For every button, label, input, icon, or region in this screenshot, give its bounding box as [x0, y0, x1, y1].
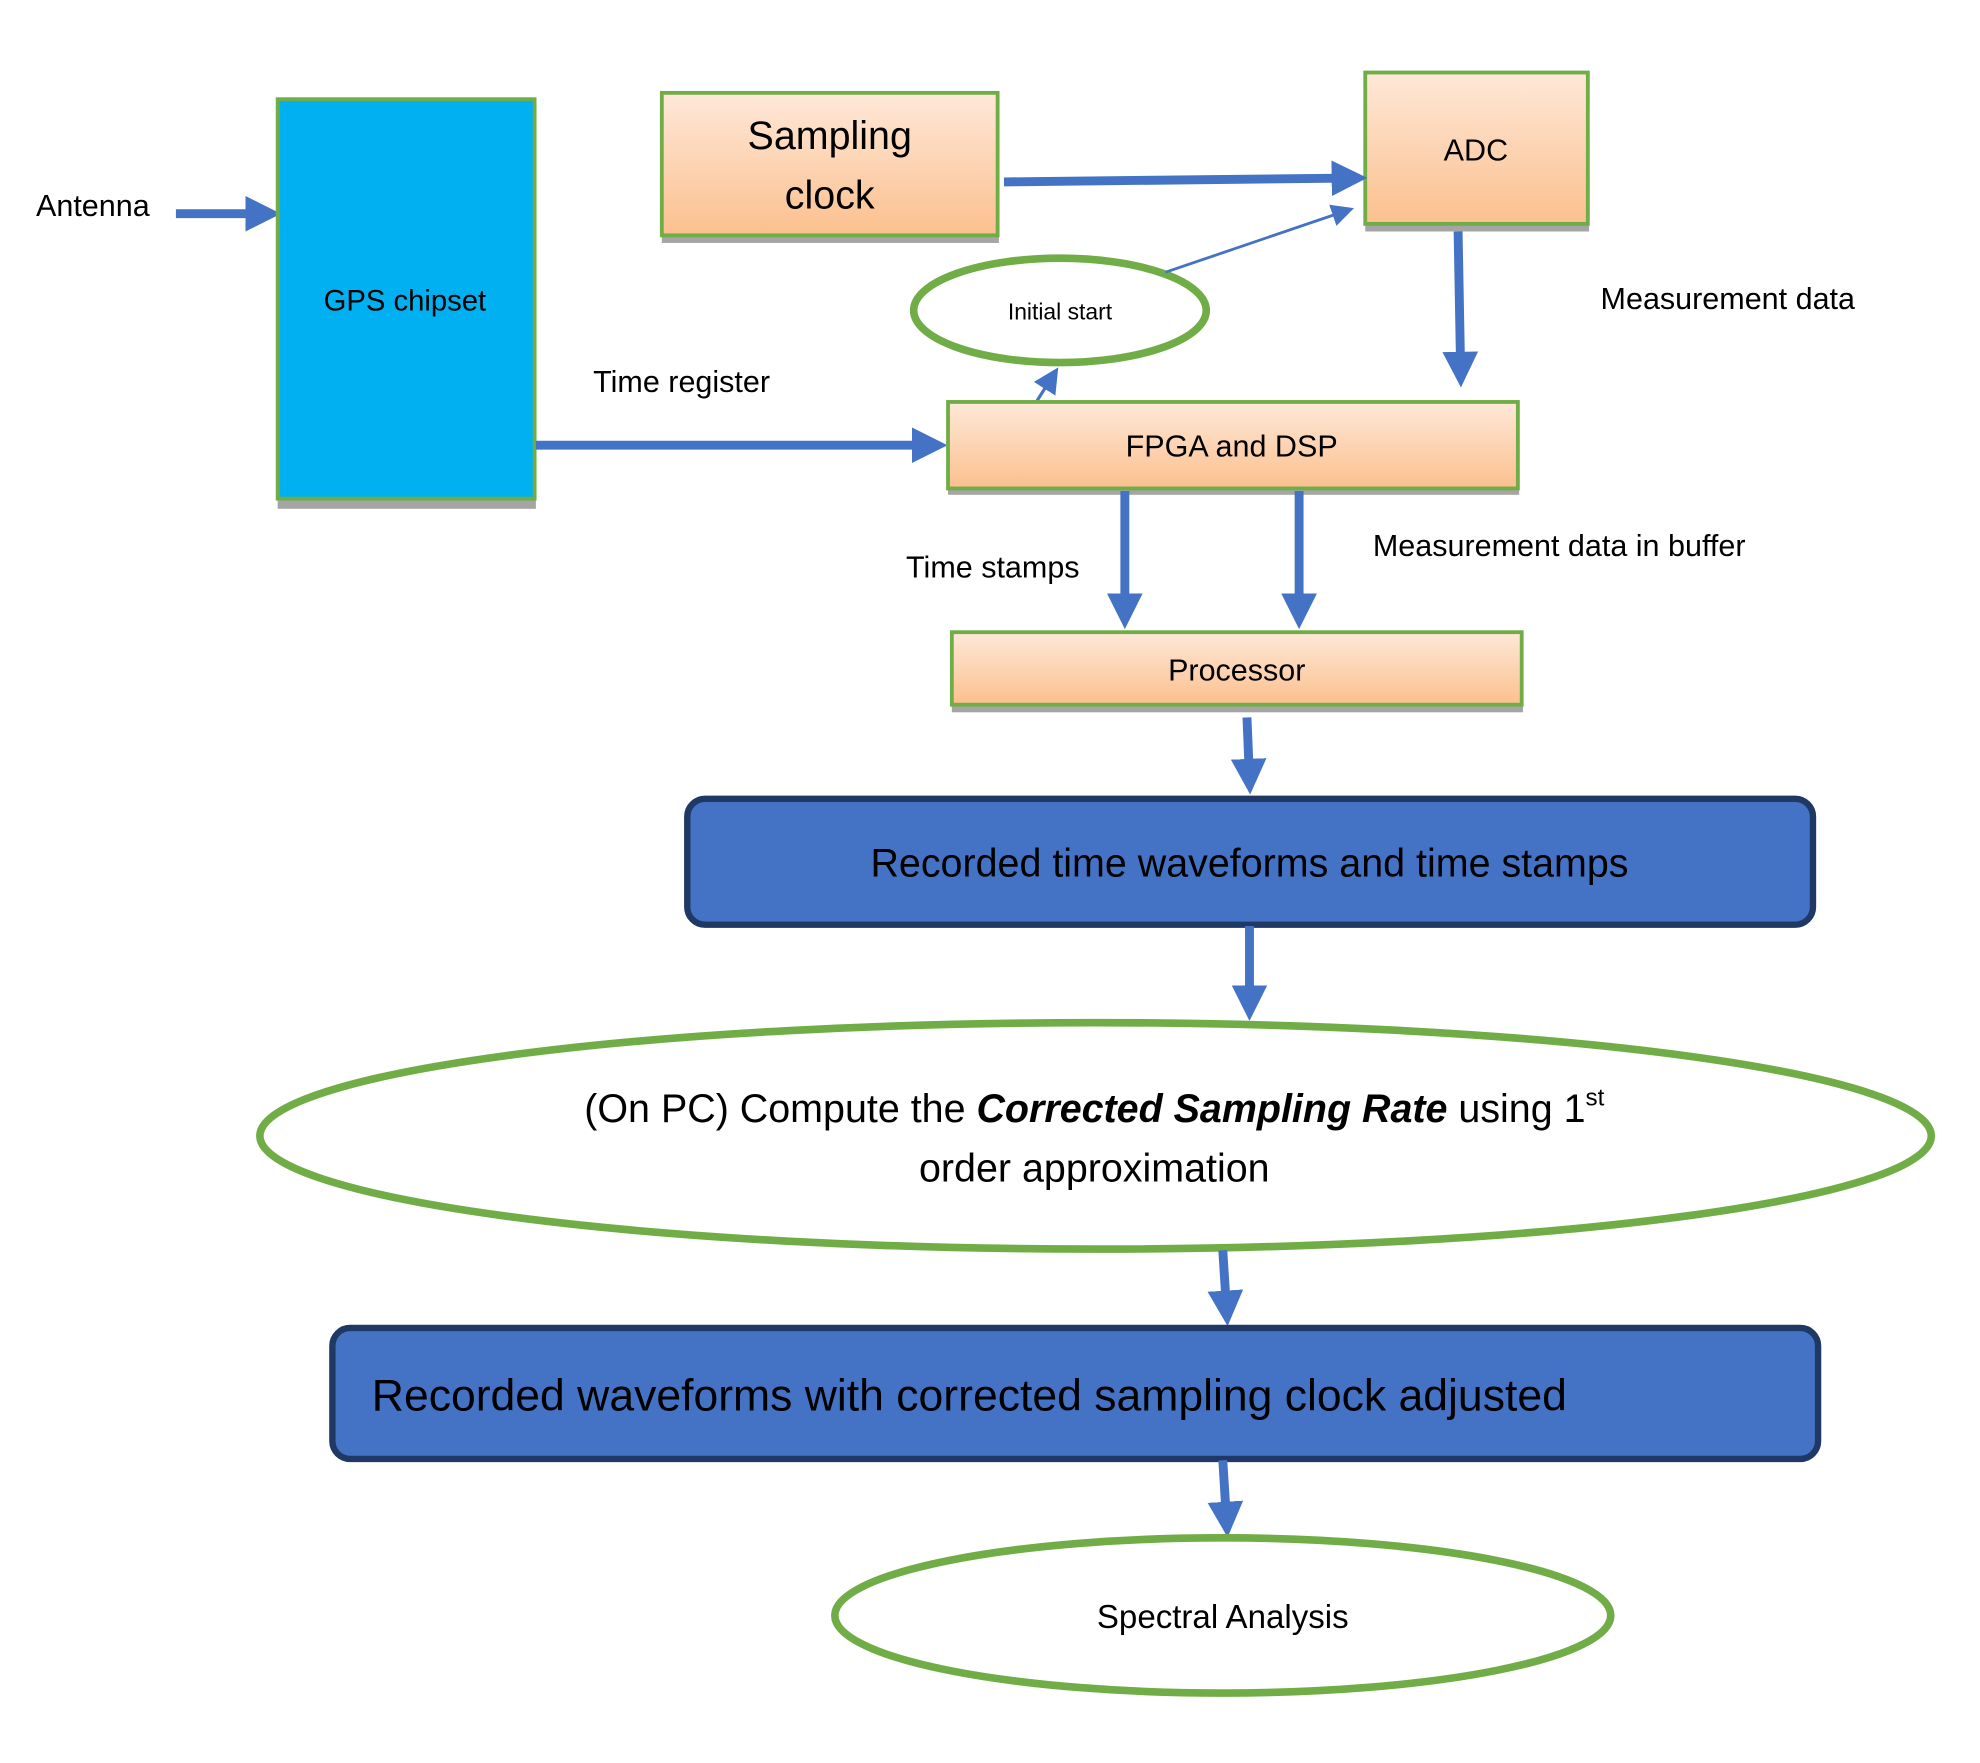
- time-register-label: Time register: [593, 365, 770, 399]
- recorded-time-waveforms-label: Recorded time waveforms and time stamps: [870, 841, 1628, 885]
- adc-to-fpga-arrow: [1442, 231, 1479, 388]
- time-stamps-label: Time stamps: [906, 550, 1080, 584]
- adc-box[interactable]: ADC: [1363, 70, 1590, 232]
- initial-start-node[interactable]: Initial start: [909, 254, 1211, 367]
- compute-label-line2: order approximation: [919, 1147, 1270, 1191]
- initial-start-label: Initial start: [1008, 298, 1113, 324]
- measurement-data-label: Measurement data: [1601, 282, 1855, 316]
- recorded-corrected-waveforms-box[interactable]: Recorded waveforms with corrected sampli…: [329, 1324, 1822, 1463]
- processor-to-recorded-arrow: [1230, 717, 1267, 795]
- corrected-to-spectral-arrow: [1207, 1459, 1244, 1538]
- measurement-buffer-label: Measurement data in buffer: [1373, 529, 1746, 563]
- adc-label: ADC: [1444, 133, 1508, 167]
- recorded-time-waveforms-box[interactable]: Recorded time waveforms and time stamps: [684, 795, 1817, 928]
- recorded-corrected-label: Recorded waveforms with corrected sampli…: [372, 1372, 1567, 1421]
- spectral-analysis-node[interactable]: Spectral Analysis: [830, 1534, 1615, 1697]
- fpga-dsp-label: FPGA and DSP: [1126, 430, 1338, 464]
- compute-suffix: using 1: [1447, 1087, 1585, 1131]
- sampling-clock-label-line2: clock: [785, 174, 875, 218]
- compute-emphasis: Corrected Sampling Rate: [976, 1087, 1447, 1131]
- gps-chipset-label: GPS chipset: [324, 285, 487, 317]
- fpga-dsp-box[interactable]: FPGA and DSP: [946, 400, 1520, 495]
- sampling-clock-label-line1: Sampling: [748, 114, 912, 158]
- compute-superscript: st: [1586, 1084, 1605, 1111]
- processor-box[interactable]: Processor: [949, 630, 1524, 713]
- compute-to-corrected-arrow: [1207, 1250, 1244, 1327]
- antenna-label: Antenna: [36, 189, 150, 223]
- spectral-analysis-label: Spectral Analysis: [1097, 1599, 1349, 1636]
- compute-label-line1: (On PC) Compute the Corrected Sampling R…: [584, 1084, 1604, 1131]
- processor-label: Processor: [1168, 654, 1305, 688]
- sampling-clock-box[interactable]: Sampling clock: [659, 90, 1000, 243]
- compute-corrected-rate-node[interactable]: (On PC) Compute the Corrected Sampling R…: [256, 1018, 1936, 1253]
- initial-start-to-adc-arrow: [1165, 204, 1355, 274]
- compute-prefix: (On PC) Compute the: [584, 1087, 976, 1131]
- gps-chipset-box[interactable]: GPS chipset: [275, 97, 537, 509]
- fpga-to-initial-start-arrow: [1033, 367, 1059, 402]
- clock-to-adc-arrow: [1003, 160, 1368, 197]
